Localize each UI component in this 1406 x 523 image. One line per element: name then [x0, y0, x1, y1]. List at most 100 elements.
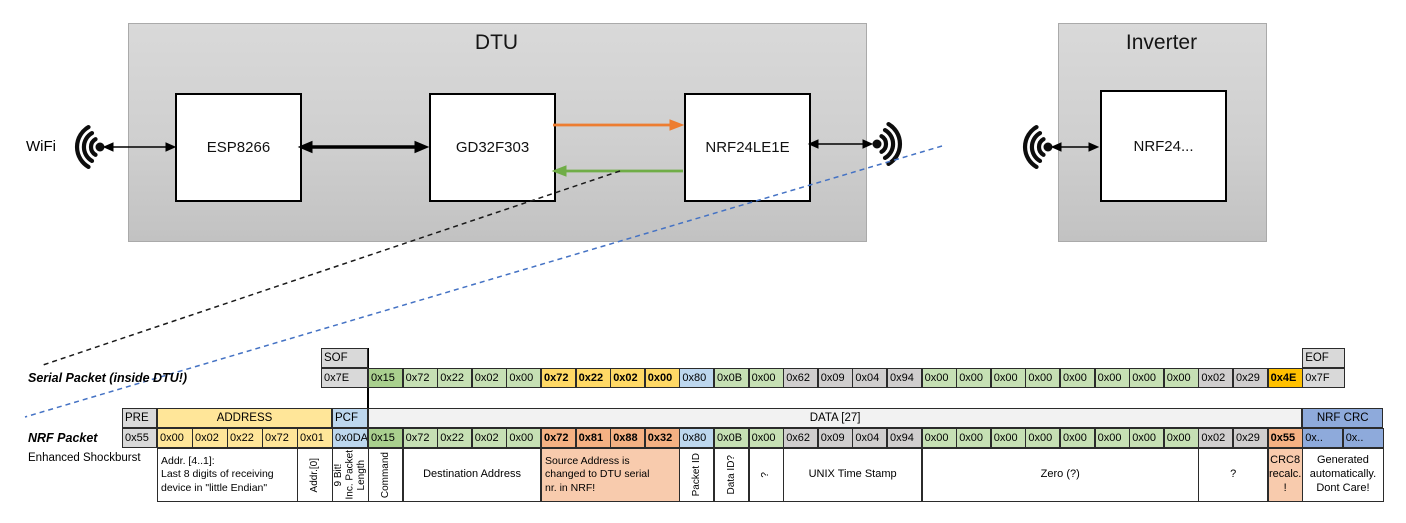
nrf-byte-cell: 0x72	[402, 428, 438, 448]
nrf-crc-header-cell: NRF CRC	[1302, 408, 1384, 428]
nrf-byte-cell: 0x22	[437, 428, 473, 448]
nrf-byte-cell: 0x00	[1129, 428, 1165, 448]
nrf-byte-cell: 0x15	[368, 428, 404, 448]
inverter-panel	[1058, 23, 1267, 242]
nrf-byte-cell: 0x32	[644, 428, 680, 448]
serial-byte-cell: 0x72	[541, 368, 577, 388]
nrf-byte-cell: 0x00	[990, 428, 1026, 448]
pre-value-cell: 0x55	[122, 428, 157, 448]
nrf-byte-cell: 0x94	[887, 428, 923, 448]
address-header-cell: ADDRESS	[157, 408, 332, 428]
annotation-cell: ?	[1198, 448, 1269, 502]
serial-byte-cell: 0x00	[1129, 368, 1165, 388]
pre-header-cell: PRE	[122, 408, 157, 428]
serial-byte-cell: 0x0B	[714, 368, 750, 388]
serial-byte-cell: 0x00	[506, 368, 542, 388]
nrf-crc-byte-cell: 0x..	[1302, 428, 1344, 448]
annotation-cell: Source Address is changed to DTU serial …	[541, 448, 680, 502]
nrf-byte-cell: 0x00	[506, 428, 542, 448]
nrf-byte-cell: 0x04	[852, 428, 888, 448]
nrf-byte-cell: 0x00	[921, 428, 957, 448]
data-header-cell: DATA [27]	[368, 408, 1303, 428]
pcf-value-cell: 0x0DA	[332, 428, 368, 448]
serial-byte-cell: 0x94	[887, 368, 923, 388]
annotation-cell: Zero (?)	[921, 448, 1199, 502]
serial-byte-cell: 0x15	[368, 368, 404, 388]
inverter-nrf24-box: NRF24...	[1100, 90, 1227, 202]
sof-header-cell: SOF	[321, 348, 368, 368]
annotation-rotated-text: Command	[379, 451, 391, 499]
serial-byte-cell: 0x72	[402, 368, 438, 388]
annotation-cell: Addr.[0]	[297, 448, 333, 502]
eof-header-cell: EOF	[1302, 348, 1346, 368]
serial-byte-cell: 0x22	[437, 368, 473, 388]
eof-value-cell: 0x7F	[1302, 368, 1346, 388]
serial-byte-cell: 0x00	[921, 368, 957, 388]
annotation-cell: ?	[748, 448, 784, 502]
sof-value-cell: 0x7E	[321, 368, 368, 388]
nrf-byte-cell: 0x29	[1233, 428, 1269, 448]
address-byte-cell: 0x22	[227, 428, 263, 448]
serial-byte-cell: 0x00	[956, 368, 992, 388]
serial-byte-cell: 0x00	[1025, 368, 1061, 388]
inverter-nrf24-label: NRF24...	[1133, 137, 1194, 155]
annotation-cell: Command	[368, 448, 404, 502]
annotation-rotated-text: Packet ID	[691, 453, 703, 497]
address-byte-cell: 0x72	[262, 428, 298, 448]
annotation-cell: UNIX Time Stamp	[783, 448, 923, 502]
nrf-byte-cell: 0x09	[817, 428, 853, 448]
annotation-rotated-text: ?	[760, 472, 772, 478]
address-byte-cell: 0x02	[192, 428, 228, 448]
nrf-byte-cell: 0x72	[541, 428, 577, 448]
nrf-byte-cell: 0x00	[1060, 428, 1096, 448]
nrf-byte-cell: 0x62	[783, 428, 819, 448]
serial-byte-cell: 0x4E	[1267, 368, 1303, 388]
annotation-rotated-text: Data ID?	[725, 455, 737, 495]
serial-byte-cell: 0x00	[1060, 368, 1096, 388]
serial-packet-label: Serial Packet (inside DTU!)	[28, 371, 188, 385]
nrf-byte-cell: 0x02	[1198, 428, 1234, 448]
annotation-rotated-text: Addr.[0]	[309, 457, 320, 493]
serial-byte-cell: 0x00	[1163, 368, 1199, 388]
address-byte-cell: 0x00	[157, 428, 193, 448]
annotation-cell: CRC8 recalc. !	[1267, 448, 1303, 502]
serial-byte-cell: 0x22	[575, 368, 611, 388]
serial-byte-cell: 0x09	[817, 368, 853, 388]
nrf-byte-cell: 0x0B	[714, 428, 750, 448]
inverter-title: Inverter	[1125, 31, 1198, 54]
annotation-cell: Addr. [4..1]: Last 8 digits of receiving…	[157, 448, 298, 502]
serial-byte-cell: 0x62	[783, 368, 819, 388]
nrf-byte-cell: 0x80	[679, 428, 715, 448]
dtu-title: DTU	[474, 31, 519, 54]
nrf-byte-cell: 0x55	[1267, 428, 1303, 448]
serial-byte-cell: 0x80	[679, 368, 715, 388]
annotation-cell: Generated automatically. Dont Care!	[1302, 448, 1384, 502]
enhanced-shockburst-label: Enhanced Shockburst	[28, 452, 141, 464]
nrf-byte-cell: 0x00	[1163, 428, 1199, 448]
address-byte-cell: 0x01	[297, 428, 333, 448]
nrf-byte-cell: 0x00	[956, 428, 992, 448]
serial-byte-cell: 0x00	[990, 368, 1026, 388]
nrf-byte-cell: 0x02	[471, 428, 507, 448]
pcf-header-cell: PCF	[332, 408, 368, 428]
serial-byte-cell: 0x00	[1094, 368, 1130, 388]
nrf-crc-byte-cell: 0x..	[1342, 428, 1384, 448]
nrf-byte-cell: 0x81	[575, 428, 611, 448]
annotation-cell: Destination Address	[402, 448, 542, 502]
serial-byte-cell: 0x02	[610, 368, 646, 388]
nrf-byte-cell: 0x00	[1025, 428, 1061, 448]
serial-byte-cell: 0x02	[1198, 368, 1234, 388]
nrf-byte-cell: 0x00	[748, 428, 784, 448]
serial-byte-cell: 0x29	[1233, 368, 1269, 388]
annotation-cell: Packet ID	[679, 448, 715, 502]
nrf-packet-label: NRF Packet	[28, 431, 98, 445]
nrf-byte-cell: 0x88	[610, 428, 646, 448]
serial-byte-cell: 0x00	[748, 368, 784, 388]
serial-byte-cell: 0x00	[644, 368, 680, 388]
annotation-rotated-text: 9 Bit! Inc. Packet Length	[333, 450, 367, 500]
annotation-cell: Data ID?	[714, 448, 750, 502]
annotation-cell: 9 Bit! Inc. Packet Length	[332, 448, 369, 502]
serial-byte-cell: 0x02	[471, 368, 507, 388]
